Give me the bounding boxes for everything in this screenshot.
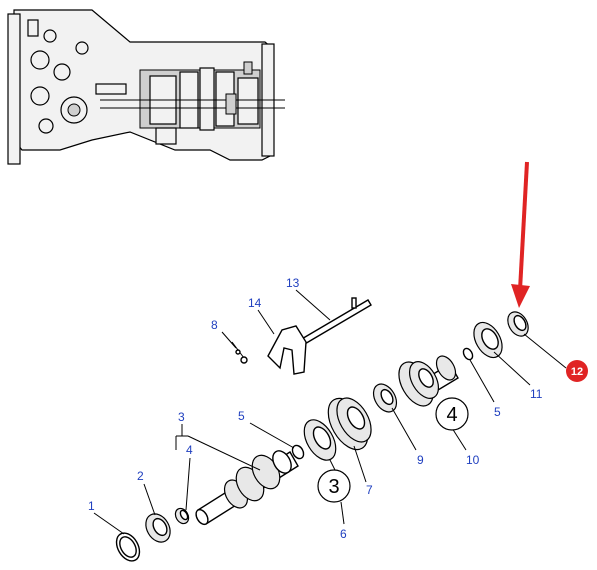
part-5-small-ring-a bbox=[291, 444, 305, 460]
gear-id-4-text: 4 bbox=[446, 404, 457, 426]
callout-8: 8 bbox=[211, 318, 218, 332]
part-14-shift-fork bbox=[267, 325, 307, 375]
callout-5b: 5 bbox=[494, 405, 501, 419]
callout-5a: 5 bbox=[238, 409, 245, 423]
callout-4: 4 bbox=[186, 443, 193, 457]
callout-1: 1 bbox=[88, 499, 95, 513]
part-13-selector-rod bbox=[299, 297, 372, 346]
callout-13: 13 bbox=[286, 276, 300, 290]
callout-3: 3 bbox=[178, 410, 185, 424]
gear-id-circle-4: 4 bbox=[435, 397, 469, 431]
callout-12: 12 bbox=[571, 366, 583, 378]
callout-11: 11 bbox=[530, 387, 543, 401]
part-8-screws bbox=[231, 341, 248, 364]
part-11-bearing bbox=[473, 321, 503, 359]
callout-12-badge: 12 bbox=[566, 360, 588, 382]
part-7-gear bbox=[327, 397, 372, 451]
part-12-bearing bbox=[507, 311, 529, 337]
part-6-gear bbox=[303, 419, 337, 461]
part-3-shaft bbox=[195, 450, 299, 526]
part-9-bearing bbox=[372, 383, 398, 413]
part-4-spacer bbox=[174, 507, 190, 525]
gear-id-circle-3: 3 bbox=[317, 469, 351, 503]
callout-7: 7 bbox=[366, 483, 373, 497]
highlight-arrow bbox=[511, 161, 530, 308]
callout-14: 14 bbox=[248, 296, 262, 310]
transmission-housing-thumbnail bbox=[7, 9, 285, 165]
callout-6: 6 bbox=[340, 527, 347, 541]
part-1-snap-ring bbox=[115, 532, 141, 562]
part-5-small-ring-b bbox=[462, 347, 474, 361]
gear-id-3-text: 3 bbox=[328, 476, 339, 498]
part-10-gear bbox=[398, 355, 459, 407]
callout-2: 2 bbox=[137, 469, 144, 483]
callout-9: 9 bbox=[417, 453, 424, 467]
leader-lines bbox=[93, 289, 567, 535]
part-2-bearing bbox=[145, 513, 171, 543]
callout-10: 10 bbox=[466, 453, 480, 467]
